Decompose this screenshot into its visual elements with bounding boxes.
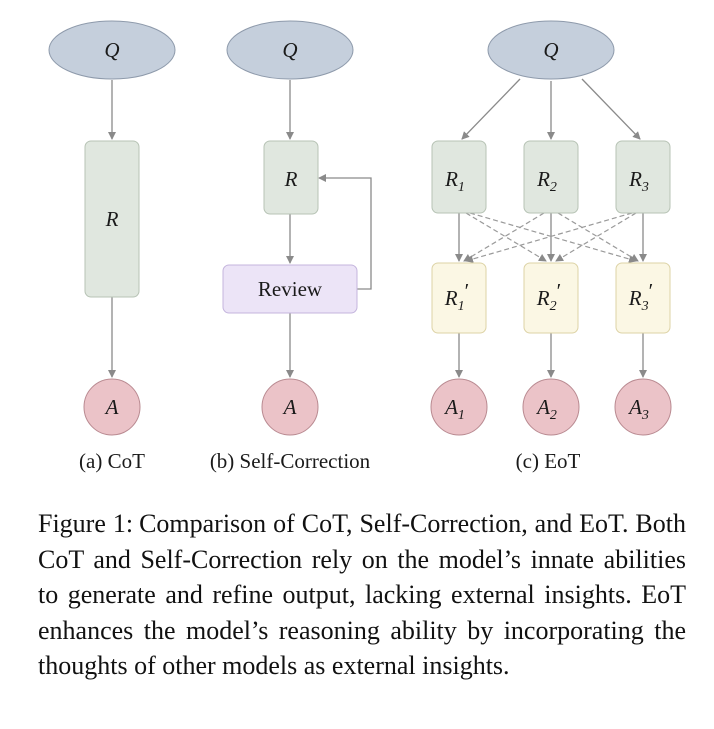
cot-answer-label: A xyxy=(104,395,119,419)
eot-answer-label-3: A3 xyxy=(627,395,649,423)
sc-query-label: Q xyxy=(282,38,297,62)
panel-cot: Q R A (a) CoT xyxy=(48,20,176,473)
eot-refined-label-2: R2′ xyxy=(536,279,561,314)
panel-eot: Q R1 R2 R3 R1′ R2′ R3′ A1 xyxy=(430,20,672,473)
eot-arrow-q-r1 xyxy=(461,78,521,140)
eot-refined-node-3 xyxy=(615,262,671,334)
eot-answer-node-1 xyxy=(430,378,488,436)
cot-response-label: R xyxy=(105,207,119,231)
sc-response-label: R xyxy=(284,167,298,191)
eot-answer-label-1: A1 xyxy=(443,395,465,423)
eot-query-label: Q xyxy=(543,38,558,62)
figure-caption-text: Comparison of CoT, Self-Correction, and … xyxy=(38,509,686,680)
eot-response-label-1: R1 xyxy=(444,167,465,195)
eot-exchange-r2-r1p xyxy=(463,212,545,262)
panel-self-correction: Q R Review A (b) Self-Correction xyxy=(210,20,372,473)
eot-response-node-3 xyxy=(615,140,671,214)
cot-response-node xyxy=(84,140,140,298)
sc-review-label: Review xyxy=(258,277,323,301)
eot-response-label-3: R3 xyxy=(628,167,649,195)
eot-response-node-1 xyxy=(431,140,487,214)
cot-query-label: Q xyxy=(104,38,119,62)
sc-answer-node xyxy=(261,378,319,436)
cot-caption: (a) CoT xyxy=(79,449,145,473)
eot-exchange-r3-r2p xyxy=(555,212,637,262)
eot-refined-label-3: R3′ xyxy=(628,279,653,314)
eot-caption: (c) EoT xyxy=(516,449,581,473)
eot-answer-node-3 xyxy=(614,378,672,436)
sc-answer-label: A xyxy=(282,395,297,419)
sc-caption: (b) Self-Correction xyxy=(210,449,371,473)
eot-exchange-r3-r1p xyxy=(465,212,633,263)
method-comparison-diagram: Q R A (a) CoT Q R Review A (b) Self-Corr… xyxy=(48,20,672,473)
eot-refined-label-1: R1′ xyxy=(444,279,469,314)
sc-query-node xyxy=(226,20,354,80)
figure-caption-label: Figure 1: xyxy=(38,509,134,538)
eot-exchange-arrows xyxy=(463,212,639,263)
eot-exchange-r2-r3p xyxy=(557,212,639,262)
sc-review-node xyxy=(222,264,358,314)
cot-query-node xyxy=(48,20,176,80)
eot-response-label-2: R2 xyxy=(536,167,557,195)
eot-exchange-r1-r2p xyxy=(465,212,547,262)
eot-exchange-r1-r3p xyxy=(469,212,637,263)
cot-answer-node xyxy=(83,378,141,436)
eot-query-node xyxy=(487,20,615,80)
eot-answer-node-2 xyxy=(522,378,580,436)
eot-arrow-q-r3 xyxy=(581,78,641,140)
figure-caption: Figure 1:Comparison of CoT, Self-Correct… xyxy=(38,506,686,684)
sc-response-node xyxy=(263,140,319,215)
eot-answer-label-2: A2 xyxy=(535,395,557,423)
eot-response-node-2 xyxy=(523,140,579,214)
eot-refined-node-2 xyxy=(523,262,579,334)
eot-refined-node-1 xyxy=(431,262,487,334)
sc-feedback-arrow xyxy=(318,174,372,290)
